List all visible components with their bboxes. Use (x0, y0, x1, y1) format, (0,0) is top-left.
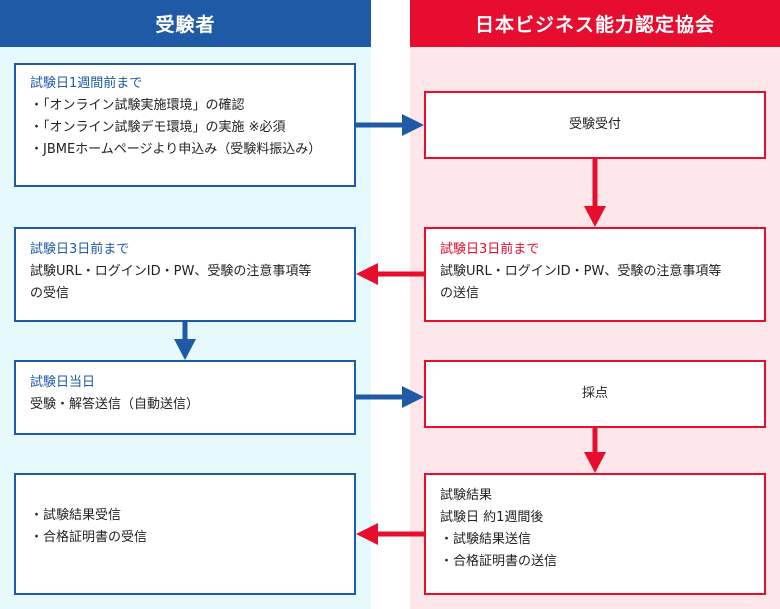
step-line: 試験結果 (440, 488, 493, 503)
step-title: 試験日当日 (30, 375, 96, 390)
step-exam-day: 試験日当日 受験・解答送信（自動送信） (14, 360, 356, 435)
step-line: ・「オンライン試験デモ環境」の実施 ※必須 (30, 120, 286, 135)
step-results-send: 試験結果 試験日 約1週間後 ・試験結果送信 ・合格証明書の送信 (424, 473, 766, 595)
step-label: 受験受付 (568, 117, 621, 132)
step-line: 試験URL・ログインID・PW、受験の注意事項等 (30, 264, 312, 279)
step-title: 試験日3日前まで (440, 242, 540, 257)
step-title: 試験日3日前まで (30, 242, 130, 257)
step-line: ・試験結果送信 (440, 532, 532, 547)
step-title: 試験日1週間前まで (30, 76, 143, 91)
step-line: 受験・解答送信（自動送信） (30, 397, 200, 412)
step-line: ・JBMEホームページより申込み（受験料振込み） (30, 142, 322, 157)
step-label: 採点 (581, 386, 608, 401)
step-line: の送信 (440, 286, 480, 301)
step-line: ・合格証明書の送信 (440, 554, 558, 569)
step-grading: 採点 (424, 360, 766, 428)
step-line: ・合格証明書の受信 (30, 530, 148, 545)
step-accept-application: 受験受付 (424, 91, 766, 159)
step-line: ・試験結果受信 (30, 508, 122, 523)
step-line: の受信 (30, 286, 70, 301)
step-line: 試験URL・ログインID・PW、受験の注意事項等 (440, 264, 722, 279)
step-three-days-receive: 試験日3日前まで 試験URL・ログインID・PW、受験の注意事項等 の受信 (14, 227, 356, 322)
step-three-days-send: 試験日3日前まで 試験URL・ログインID・PW、受験の注意事項等 の送信 (424, 227, 766, 322)
step-line: 試験日 約1週間後 (440, 510, 544, 525)
association-header: 日本ビジネス能力認定協会 (410, 0, 780, 47)
applicant-header: 受験者 (0, 0, 371, 47)
step-results-receive: ・試験結果受信 ・合格証明書の受信 (14, 473, 356, 595)
step-one-week-before: 試験日1週間前まで ・「オンライン試験実施環境」の確認 ・「オンライン試験デモ環… (14, 63, 356, 187)
step-line: ・「オンライン試験実施環境」の確認 (30, 98, 245, 113)
